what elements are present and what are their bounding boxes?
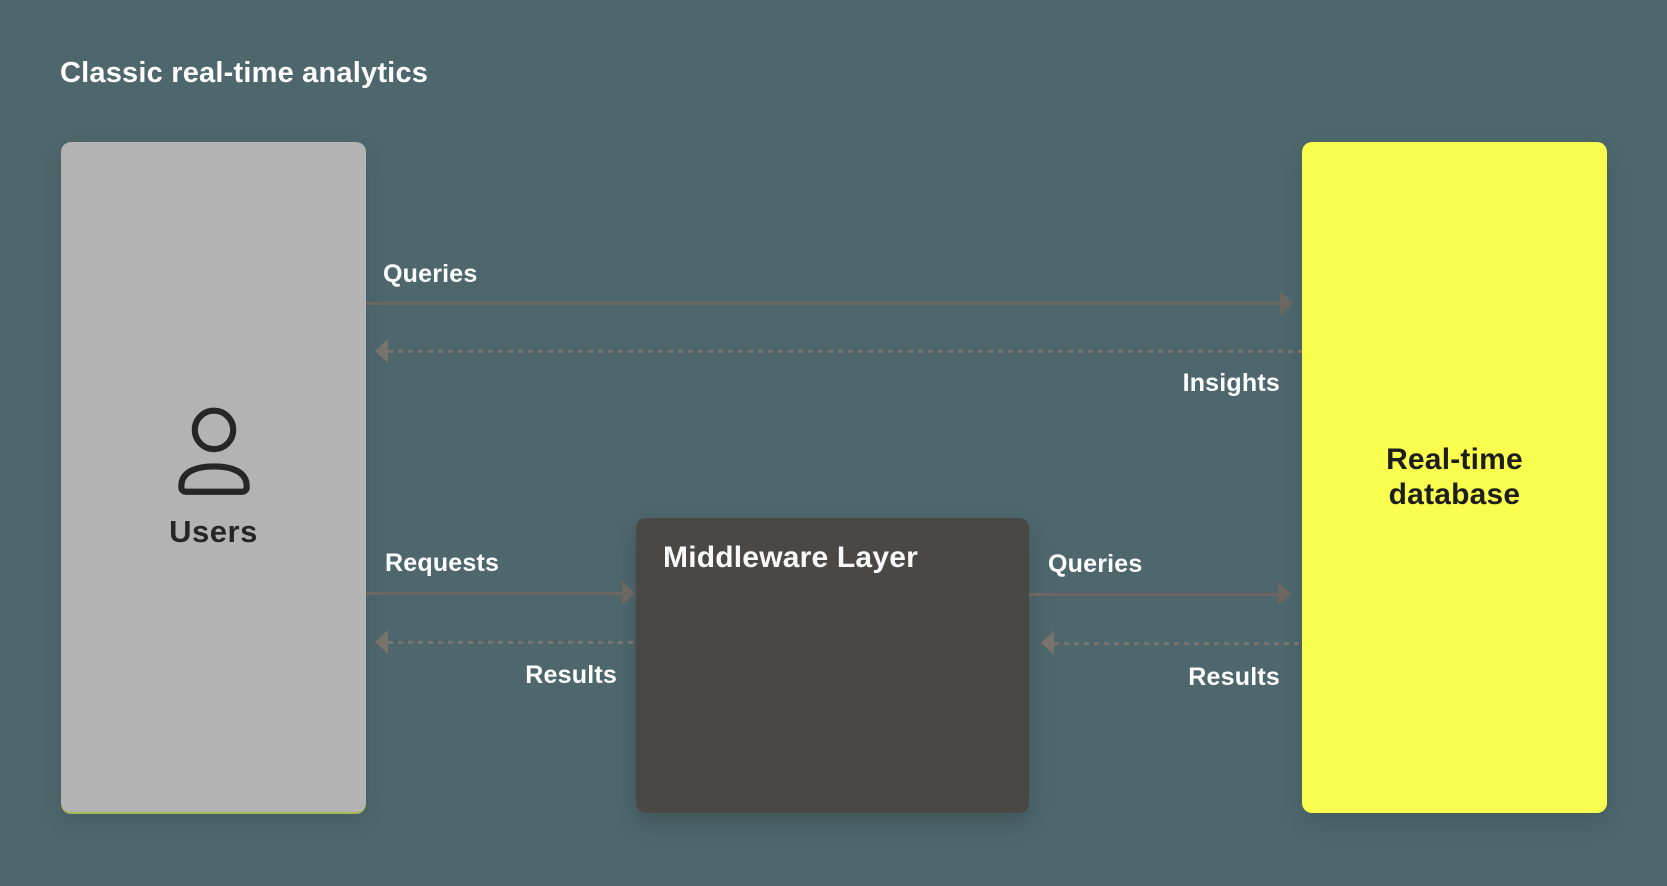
edge-line-database-to-users	[388, 350, 1302, 353]
edge-label-queries-bottom: Queries	[1048, 550, 1143, 578]
edge-label-requests: Requests	[385, 549, 500, 577]
arrowhead-right-icon	[622, 581, 635, 605]
edge-label-queries-top: Queries	[383, 260, 478, 288]
edge-line-middleware-to-users	[388, 641, 636, 644]
person-icon	[177, 407, 250, 495]
arrowhead-left-icon	[375, 339, 388, 363]
edge-line-middleware-to-database	[1029, 593, 1278, 596]
database-node: Real-time database	[1302, 142, 1607, 813]
middleware-node-label: Middleware Layer	[663, 541, 918, 574]
users-node-content: Users	[61, 404, 366, 550]
middleware-node: Middleware Layer	[636, 518, 1029, 813]
arrowhead-left-icon	[1041, 631, 1054, 655]
arrowhead-right-icon	[1278, 582, 1291, 606]
edge-line-users-to-database	[366, 302, 1280, 305]
diagram-title: Classic real-time analytics	[60, 57, 429, 89]
edge-label-results-right: Results	[1188, 663, 1280, 691]
users-node-label: Users	[169, 514, 258, 549]
database-node-label: Real-time database	[1386, 443, 1523, 511]
edge-line-users-to-middleware	[366, 592, 622, 595]
edge-label-insights: Insights	[1182, 369, 1280, 397]
arrowhead-right-icon	[1280, 291, 1293, 315]
arrowhead-left-icon	[375, 630, 388, 654]
users-node: Users	[61, 142, 366, 812]
edge-label-results-left: Results	[525, 661, 617, 689]
edge-line-database-to-middleware	[1054, 642, 1302, 645]
